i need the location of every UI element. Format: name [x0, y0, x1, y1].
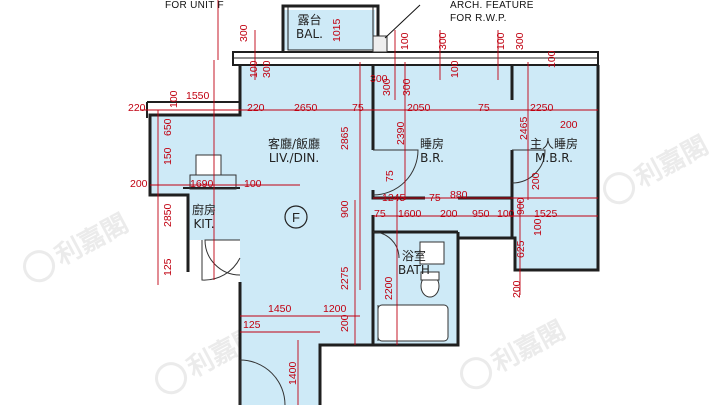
dim: 200: [530, 172, 542, 190]
counter-icon: [189, 174, 237, 190]
dim: 2465: [518, 116, 530, 140]
dim: 1690: [190, 178, 214, 190]
dim: 300: [238, 24, 250, 42]
dim: 150: [162, 147, 174, 165]
dim: 100: [532, 218, 544, 236]
dim: 100: [449, 60, 461, 78]
dim: 100: [168, 90, 180, 108]
dim: 2390: [395, 121, 407, 145]
dim: 100: [495, 32, 507, 50]
room-label-balcony: 露台 BAL.: [296, 13, 323, 41]
unit-marker-label: F: [292, 210, 300, 225]
dim: 200: [339, 314, 351, 332]
unit-marker-circle: [284, 205, 308, 229]
dim: 200: [130, 178, 148, 190]
dimension-lines: [140, 0, 598, 405]
dim: 75: [374, 208, 386, 220]
dim: 625: [515, 240, 527, 258]
arch-feature-line2: FOR R.W.P.: [450, 12, 507, 24]
dim: 1525: [534, 208, 558, 220]
dim: 2250: [530, 102, 554, 114]
dim: 900: [339, 200, 351, 218]
dim: 100: [244, 178, 262, 190]
dim: 100: [248, 60, 260, 78]
arch-feature-line1: ARCH. FEATURE: [450, 0, 534, 11]
room-label-living: 客廳/飯廳 LIV./DIN.: [268, 137, 321, 165]
bathtub-icon: [377, 304, 449, 342]
dim: 2200: [383, 276, 395, 300]
dim: 75: [429, 192, 441, 204]
arch-feature-note: ARCH. FEATURE FOR R.W.P.: [450, 0, 534, 25]
dimension-texts: 300 1015 100 300 100 300 300 300 100 100…: [128, 18, 578, 385]
dim: 220: [128, 102, 146, 114]
fixtures: [189, 35, 449, 342]
dim: 1600: [398, 208, 422, 220]
walls: [146, 4, 600, 405]
dim: 100: [399, 32, 411, 50]
dim: 200: [440, 208, 458, 220]
dim: 2865: [339, 126, 351, 150]
dim: 100: [546, 50, 558, 68]
dim: 200: [560, 119, 578, 131]
dim: 300: [514, 32, 526, 50]
room-label-bath: 浴室 BATH: [398, 249, 430, 277]
dim: 300: [381, 78, 393, 96]
dim: 1550: [186, 90, 210, 102]
arch-feature-leader: [384, 4, 421, 39]
dim: 900: [515, 197, 527, 215]
room-label-master-bedroom: 主人睡房 M.B.R.: [530, 137, 579, 165]
dim: 1245: [382, 192, 406, 204]
dim: 2650: [294, 102, 318, 114]
basin-icon: [419, 241, 445, 265]
dim: 2275: [339, 266, 351, 290]
dim: 300: [370, 73, 388, 85]
dim: 125: [162, 258, 174, 276]
dim: 1450: [268, 303, 292, 315]
dim: 75: [352, 102, 364, 114]
rwp-feature-icon: [372, 35, 388, 53]
dim: 300: [261, 60, 273, 78]
dim: 1015: [331, 18, 343, 42]
dim: 880: [450, 189, 468, 201]
room-label-bedroom: 睡房 B.R.: [420, 137, 445, 165]
room-label-kitchen: 廚房 KIT.: [192, 203, 217, 231]
dim: 75: [384, 170, 396, 182]
dim: 125: [243, 319, 261, 331]
sink-icon: [195, 154, 222, 176]
dim: 2050: [407, 102, 431, 114]
dim: 300: [401, 78, 413, 96]
dim: 650: [162, 118, 174, 136]
dim: 100: [497, 208, 515, 220]
dim: 200: [511, 280, 523, 298]
dim: 220: [247, 102, 265, 114]
dim: 2850: [162, 203, 174, 227]
unit-reference-note: FOR UNIT F: [165, 0, 224, 11]
dim: 1200: [323, 303, 347, 315]
dim: 300: [437, 32, 449, 50]
dim: 1400: [287, 361, 299, 385]
dim: 75: [478, 102, 490, 114]
dim: 950: [472, 208, 490, 220]
